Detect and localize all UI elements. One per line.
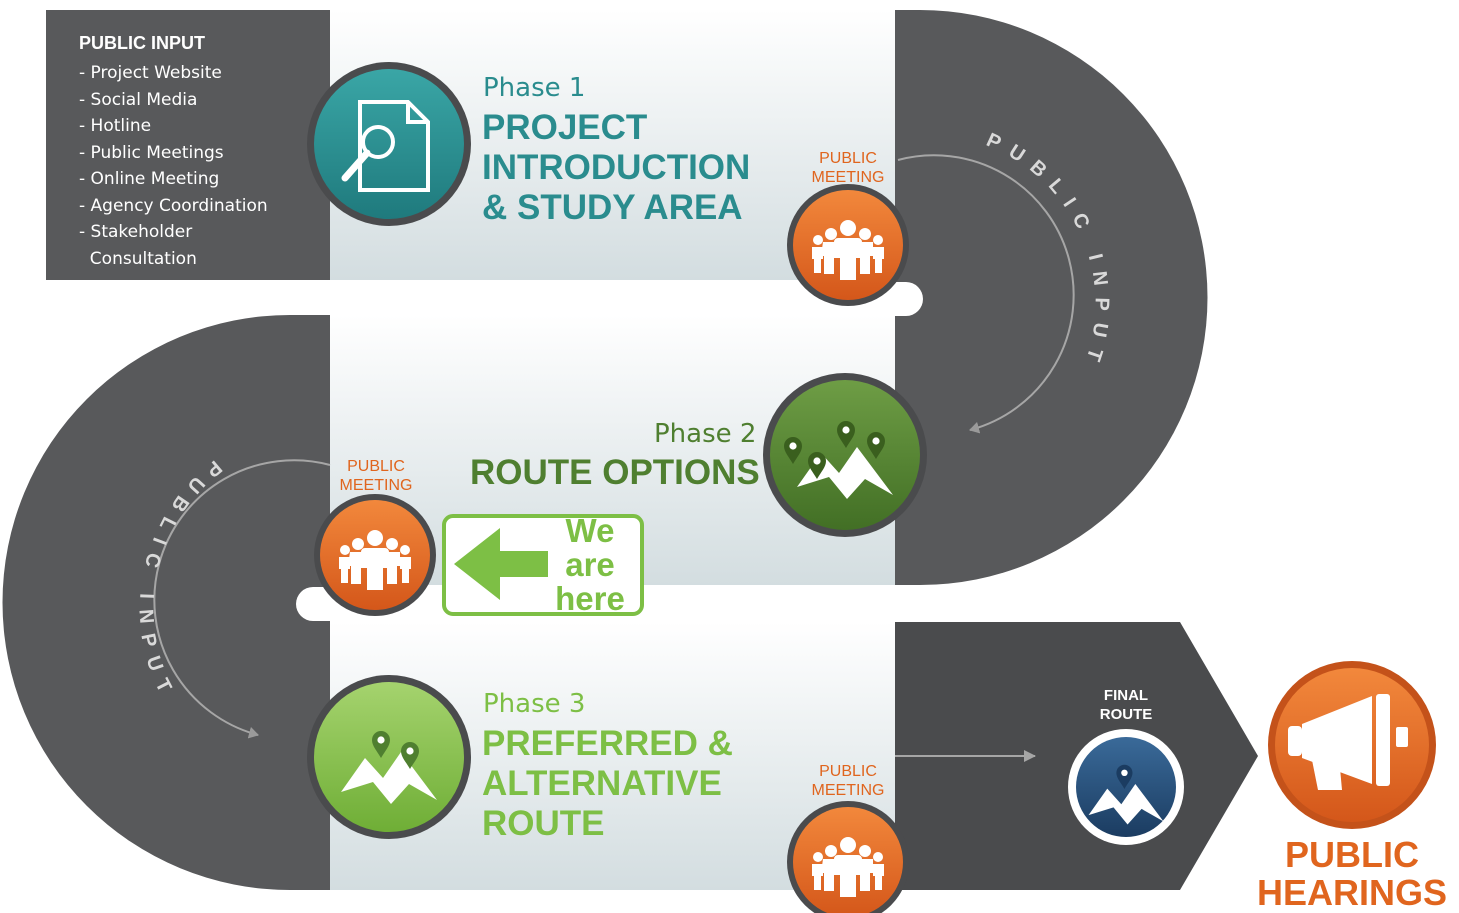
phase-1-number: Phase 1 (483, 73, 586, 103)
public-input-item: - Agency Coordination (79, 195, 268, 216)
phase-3-badge (307, 675, 471, 839)
phase-2-title: ROUTE OPTIONS (470, 453, 760, 492)
public-hearings-badge (1268, 661, 1436, 829)
public-input-item: - Online Meeting (79, 169, 220, 189)
phase-2-badge (763, 373, 927, 537)
public-hearings-label: PUBLIC HEARINGS (1256, 834, 1448, 913)
public-input-list: - Project Website - Social Media - Hotline… (79, 60, 268, 272)
public-input-item: - Stakeholder Consultation (79, 222, 197, 269)
public-input-item: - Project Website (79, 63, 222, 83)
phase-3-title: PREFERRED & ALTERNATIVE ROUTE (482, 724, 733, 843)
meeting-badge-1 (787, 184, 909, 306)
public-input-item: - Hotline (79, 116, 152, 136)
final-route-badge (1068, 729, 1184, 845)
curve-arrow-left (153, 459, 331, 739)
phase-1-badge (307, 62, 471, 226)
we-are-here-text: We are here (555, 512, 625, 617)
meeting-badge-3 (787, 801, 909, 913)
public-input-item: - Social Media (79, 89, 198, 110)
phase-2-number: Phase 2 (654, 419, 757, 449)
public-input-item: - Public Meetings (79, 142, 224, 163)
phase-1-title: PROJECT INTRODUCTION & STUDY AREA (482, 108, 751, 227)
final-route-label: FINAL ROUTE (1099, 687, 1153, 723)
meeting-badge-2 (314, 494, 436, 616)
document-search-icon (341, 100, 430, 192)
meeting-label-2: PUBLIC MEETING (339, 458, 413, 494)
arrow-left-icon (454, 528, 548, 600)
we-are-here-callout (442, 514, 644, 616)
curve-arrow-right (897, 154, 1075, 434)
megaphone-icon (1288, 694, 1408, 790)
phase-3-number: Phase 3 (483, 689, 586, 719)
meeting-label-3: PUBLIC MEETING (811, 763, 885, 799)
meeting-label-1: PUBLIC MEETING (811, 150, 885, 186)
public-input-title: PUBLIC INPUT (79, 33, 205, 53)
